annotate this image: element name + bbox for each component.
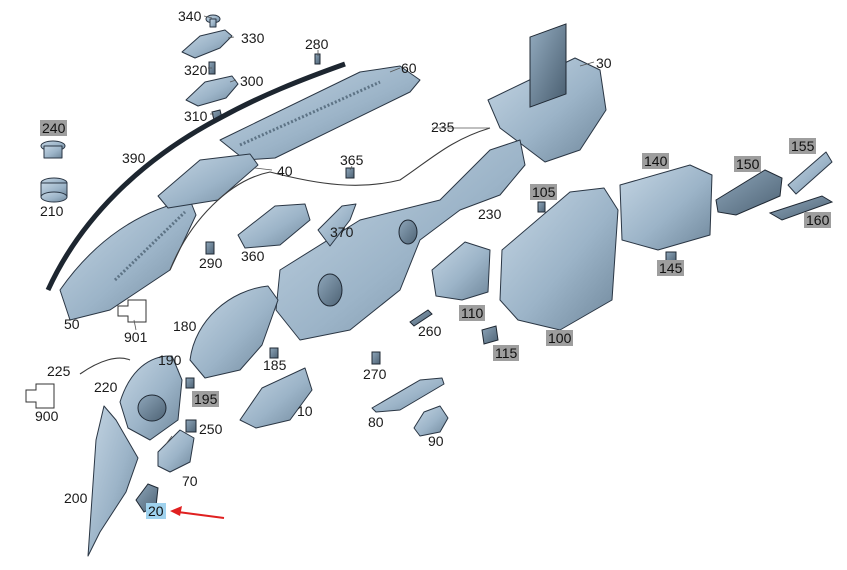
- part-225-shape: [79, 357, 131, 375]
- label-145: 145: [657, 260, 685, 276]
- part-185-shape: [269, 347, 279, 359]
- label-200: 200: [64, 490, 88, 506]
- part-180-shape: [189, 285, 279, 379]
- label-80: 80: [368, 414, 384, 430]
- label-901: 901: [124, 329, 148, 345]
- label-370: 370: [330, 224, 354, 240]
- label-60: 60: [401, 60, 417, 76]
- label-70: 70: [182, 473, 198, 489]
- label-230: 230: [478, 206, 502, 222]
- label-300: 300: [240, 73, 264, 89]
- part-235-shape: [169, 127, 491, 271]
- label-360: 360: [241, 248, 265, 264]
- label-115: 115: [493, 345, 520, 361]
- part-370-shape: [317, 203, 357, 247]
- part-30-shape: [487, 57, 607, 163]
- part-40-shape: [157, 153, 259, 209]
- label-210: 210: [40, 203, 64, 219]
- part-260-shape: [409, 309, 433, 327]
- label-190: 190: [158, 352, 182, 368]
- part-900-shape: [25, 383, 55, 409]
- highlight-arrow: [170, 506, 225, 519]
- label-100: 100: [546, 330, 574, 346]
- part-360-shape: [237, 203, 311, 249]
- label-250: 250: [199, 421, 223, 437]
- part-160-shape: [768, 195, 834, 221]
- label-50: 50: [64, 316, 80, 332]
- label-40: 40: [277, 163, 293, 179]
- part-110-shape: [431, 241, 491, 301]
- part-300-shape: [185, 75, 239, 107]
- part-230-shape: [275, 139, 526, 341]
- label-290: 290: [199, 255, 223, 271]
- label-90: 90: [428, 433, 444, 449]
- part-155-shape: [787, 151, 833, 195]
- label-260: 260: [418, 323, 442, 339]
- part-210-shape: [40, 177, 68, 203]
- label-280: 280: [305, 36, 329, 52]
- label-235: 235: [431, 119, 455, 135]
- part-901-shape: [117, 299, 147, 323]
- label-900: 900: [35, 408, 59, 424]
- part-90-shape: [413, 405, 449, 437]
- part-10-shape: [239, 367, 313, 429]
- label-20: 20: [146, 503, 166, 519]
- part-80-shape: [371, 377, 445, 413]
- part-270-shape: [371, 351, 381, 365]
- label-390: 390: [122, 150, 146, 166]
- label-340: 340: [178, 8, 202, 24]
- part-240-shape: [40, 140, 66, 159]
- part-150-shape: [715, 169, 783, 216]
- leader-lines: [133, 15, 595, 445]
- label-320: 320: [184, 62, 208, 78]
- label-30: 30: [596, 55, 612, 71]
- label-310: 310: [184, 108, 208, 124]
- part-105-shape: [537, 201, 546, 213]
- label-160: 160: [804, 212, 832, 228]
- label-195: 195: [192, 391, 220, 407]
- label-180: 180: [173, 318, 197, 334]
- part-330-shape: [181, 29, 233, 59]
- label-220: 220: [94, 379, 118, 395]
- part-280-shape: [314, 53, 321, 65]
- label-140: 140: [642, 153, 670, 169]
- label-270: 270: [363, 366, 387, 382]
- label-330: 330: [241, 30, 265, 46]
- part-140-shape: [619, 164, 713, 251]
- label-185: 185: [263, 357, 287, 373]
- label-10: 10: [297, 403, 313, 419]
- label-365: 365: [340, 152, 364, 168]
- label-225: 225: [47, 363, 71, 379]
- part-390-shape: [45, 61, 346, 292]
- label-240: 240: [40, 120, 68, 136]
- part-250-shape: [185, 419, 197, 433]
- label-110: 110: [459, 305, 486, 321]
- label-155: 155: [789, 138, 817, 154]
- part-195-shape: [185, 377, 195, 389]
- label-105: 105: [530, 184, 558, 200]
- part-290-shape: [205, 241, 215, 255]
- part-115-shape: [481, 325, 499, 345]
- part-70-shape: [157, 429, 195, 473]
- part-200-shape: [87, 405, 139, 557]
- label-150: 150: [734, 156, 762, 172]
- part-100-shape: [499, 187, 619, 331]
